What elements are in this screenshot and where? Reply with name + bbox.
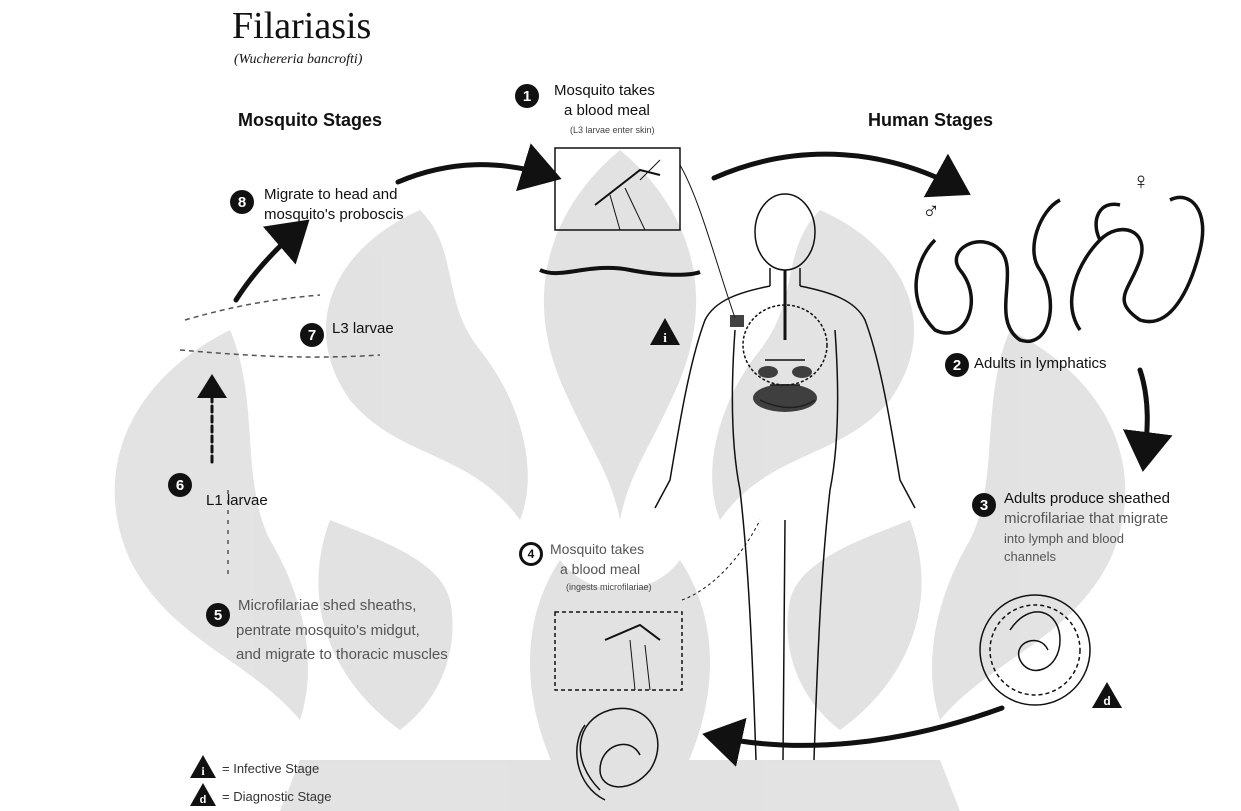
step-5-badge: 5 bbox=[206, 603, 230, 627]
step-2-badge: 2 bbox=[945, 353, 969, 377]
step-4-badge: 4 bbox=[519, 542, 543, 566]
watermark-emblem bbox=[115, 150, 1126, 811]
legend-diagnostic-label: = Diagnostic Stage bbox=[222, 789, 331, 804]
svg-text:i: i bbox=[663, 330, 667, 345]
step-4-label-line1: Mosquito takes bbox=[550, 540, 644, 558]
step-8-label-line2: mosquito's proboscis bbox=[264, 206, 404, 224]
diagram-subtitle: (Wuchereria bancrofti) bbox=[234, 52, 362, 68]
step-4-label-line2: a blood meal bbox=[560, 560, 640, 578]
arrow-7-to-8 bbox=[236, 226, 302, 300]
step-7-badge: 7 bbox=[300, 323, 324, 347]
mosquito-stages-heading: Mosquito Stages bbox=[238, 110, 382, 131]
step-4-note: (ingests microfilariae) bbox=[566, 582, 652, 592]
step-3-label-line2: microfilariae that migrate bbox=[1004, 510, 1168, 528]
step-1-badge: 1 bbox=[515, 84, 539, 108]
step-5-label-line2: pentrate mosquito's midgut, bbox=[236, 622, 420, 640]
svg-text:d: d bbox=[200, 794, 207, 806]
legend-diagnostic-icon: d bbox=[190, 783, 216, 806]
step-5-label-line1: Microfilariae shed sheaths, bbox=[238, 597, 416, 615]
step-6-badge: 6 bbox=[168, 473, 192, 497]
step-1-note: (L3 larvae enter skin) bbox=[570, 125, 655, 135]
step-1-label-line2: a blood meal bbox=[564, 102, 650, 120]
female-symbol-icon: ♀ bbox=[1132, 168, 1150, 196]
step-2-label: Adults in lymphatics bbox=[974, 355, 1107, 373]
step-8-badge: 8 bbox=[230, 190, 254, 214]
step-3-label-line1: Adults produce sheathed bbox=[1004, 490, 1170, 508]
svg-text:d: d bbox=[1103, 694, 1110, 708]
arrow-8-to-1 bbox=[398, 165, 552, 182]
legend-infective-label: = Infective Stage bbox=[222, 761, 319, 776]
step-3-label-line3: into lymph and blood bbox=[1004, 530, 1124, 548]
diagnostic-stage-marker: d bbox=[1092, 682, 1122, 708]
step-7-label: L3 larvae bbox=[332, 320, 394, 338]
adult-worms-icon bbox=[916, 197, 1203, 341]
legend-infective-icon: i bbox=[190, 755, 216, 778]
step-5-label-line3: and migrate to thoracic muscles bbox=[236, 646, 448, 664]
step-3-label-line4: channels bbox=[1004, 548, 1056, 566]
diagram-title: Filariasis bbox=[232, 4, 371, 48]
arrow-1-to-2 bbox=[714, 154, 962, 190]
male-symbol-icon: ♂ bbox=[922, 198, 940, 226]
step-8-label-line1: Migrate to head and bbox=[264, 186, 397, 204]
step-3-badge: 3 bbox=[972, 493, 996, 517]
human-stages-heading: Human Stages bbox=[868, 110, 993, 131]
step-1-label-line1: Mosquito takes bbox=[554, 82, 655, 100]
arrow-2-to-3 bbox=[1140, 370, 1147, 462]
step-6-label: L1 larvae bbox=[206, 492, 268, 510]
